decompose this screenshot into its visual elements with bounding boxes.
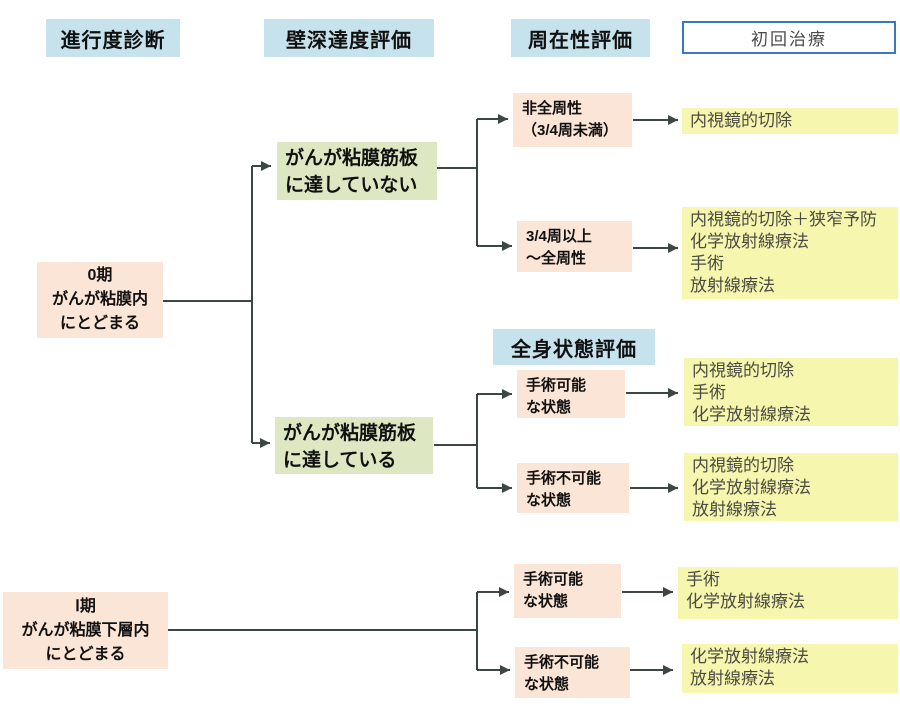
treatment-node-1: 内視鏡的切除 <box>682 108 898 134</box>
treatment-node-6: 化学放射線療法 放射線療法 <box>682 644 898 693</box>
treatment-node-4: 内視鏡的切除 化学放射線療法 放射線療法 <box>684 453 898 521</box>
condition-node-three-quarters-or-more: 3/4周以上 ～全周性 <box>517 221 632 272</box>
header-initial-treatment: 初回治療 <box>682 21 896 54</box>
stage-node-1: Ⅰ期 がんが粘膜下層内 にとどまる <box>3 592 168 669</box>
depth-node-reached: がんが粘膜筋板 に達している <box>275 417 433 474</box>
header-circumference-evaluation: 周在性評価 <box>511 19 650 57</box>
condition-node-operable-2: 手術可能 な状態 <box>514 564 621 618</box>
header-progression-diagnosis: 進行度診断 <box>46 19 180 57</box>
stage-node-0: 0期 がんが粘膜内 にとどまる <box>37 262 163 338</box>
condition-node-non-circumferential: 非全周性 （3/4周未満） <box>513 93 632 147</box>
treatment-node-5: 手術 化学放射線療法 <box>678 567 898 619</box>
treatment-node-3: 内視鏡的切除 手術 化学放射線療法 <box>684 358 898 426</box>
condition-node-operable-1: 手術可能 な状態 <box>517 370 625 418</box>
header-general-condition-evaluation: 全身状態評価 <box>493 329 655 365</box>
header-wall-depth-evaluation: 壁深達度評価 <box>264 19 434 57</box>
condition-node-inoperable-2: 手術不可能 な状態 <box>515 647 630 698</box>
depth-node-not-reached: がんが粘膜筋板 に達していない <box>277 142 437 200</box>
treatment-node-2: 内視鏡的切除＋狭窄予防 化学放射線療法 手術 放射線療法 <box>682 207 898 299</box>
condition-node-inoperable-1: 手術不可能 な状態 <box>517 463 629 513</box>
